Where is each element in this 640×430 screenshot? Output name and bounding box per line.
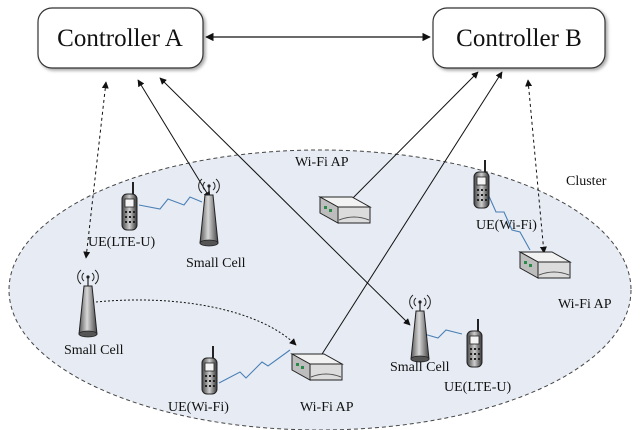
ue-wifi-right-label: UE(Wi-Fi) <box>476 218 537 233</box>
wifi-ap-right-label: Wi-Fi AP <box>558 297 612 312</box>
wireless-link-wifi-right <box>487 193 531 251</box>
wifi-ap-bottom-label: Wi-Fi AP <box>300 400 354 415</box>
cluster-label: Cluster <box>566 174 607 189</box>
small-cell-right-label: Small Cell <box>390 360 450 375</box>
small-cell-top-label: Small Cell <box>186 256 246 271</box>
ue-wifi-right-icon <box>473 159 490 209</box>
wireless-link-lte-u-right <box>423 329 463 339</box>
link-controller-b-wifi-ap-bottom <box>316 71 503 363</box>
wifi-ap-top-label: Wi-Fi AP <box>295 155 349 170</box>
ue-wifi-bottom-label: UE(Wi-Fi) <box>168 400 229 415</box>
controller-a: Controller A <box>37 7 204 69</box>
link-controller-b-wifi-ap-right <box>525 79 547 254</box>
cluster-region <box>8 149 632 430</box>
wireless-link-lte-u-left <box>138 196 203 210</box>
controller-b: Controller B <box>432 7 606 69</box>
small-cell-left-label: Small Cell <box>64 343 124 358</box>
wireless-link-wifi-bottom <box>218 349 291 384</box>
ue-lte-u-left-label: UE(LTE-U) <box>88 235 155 250</box>
controller-b-label: Controller B <box>456 25 582 52</box>
ue-lte-u-right-label: UE(LTE-U) <box>444 380 511 395</box>
controller-a-label: Controller A <box>57 25 183 52</box>
